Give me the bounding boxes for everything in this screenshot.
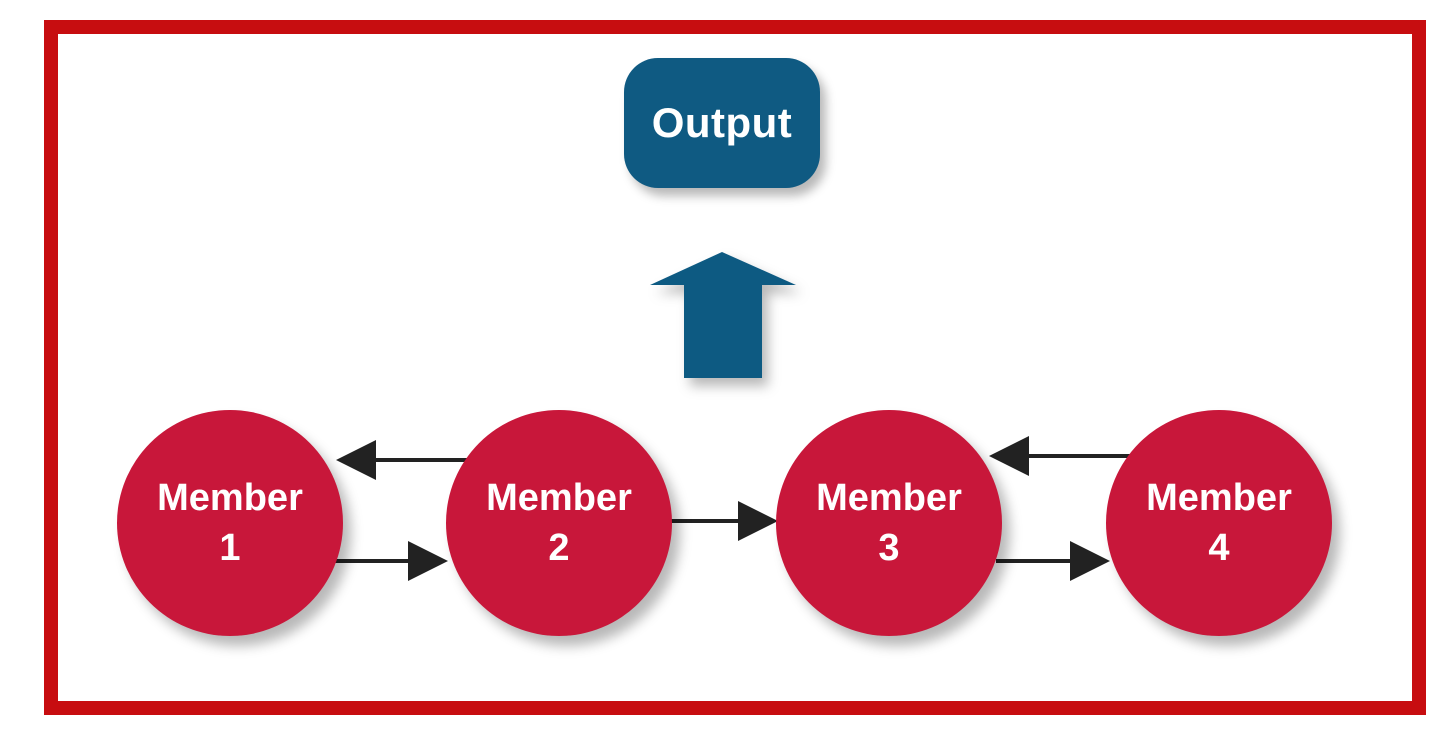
member-label: Member 2 [486, 477, 632, 569]
member-node-1: Member 1 [117, 410, 343, 636]
member-label: Member 3 [816, 477, 962, 569]
output-node: Output [624, 58, 820, 188]
member-node-3: Member 3 [776, 410, 1002, 636]
member-label: Member 4 [1146, 477, 1292, 569]
member-node-2: Member 2 [446, 410, 672, 636]
member-label: Member 1 [157, 477, 303, 569]
member-node-4: Member 4 [1106, 410, 1332, 636]
output-up-arrow-icon [650, 252, 796, 378]
output-label: Output [651, 99, 793, 146]
